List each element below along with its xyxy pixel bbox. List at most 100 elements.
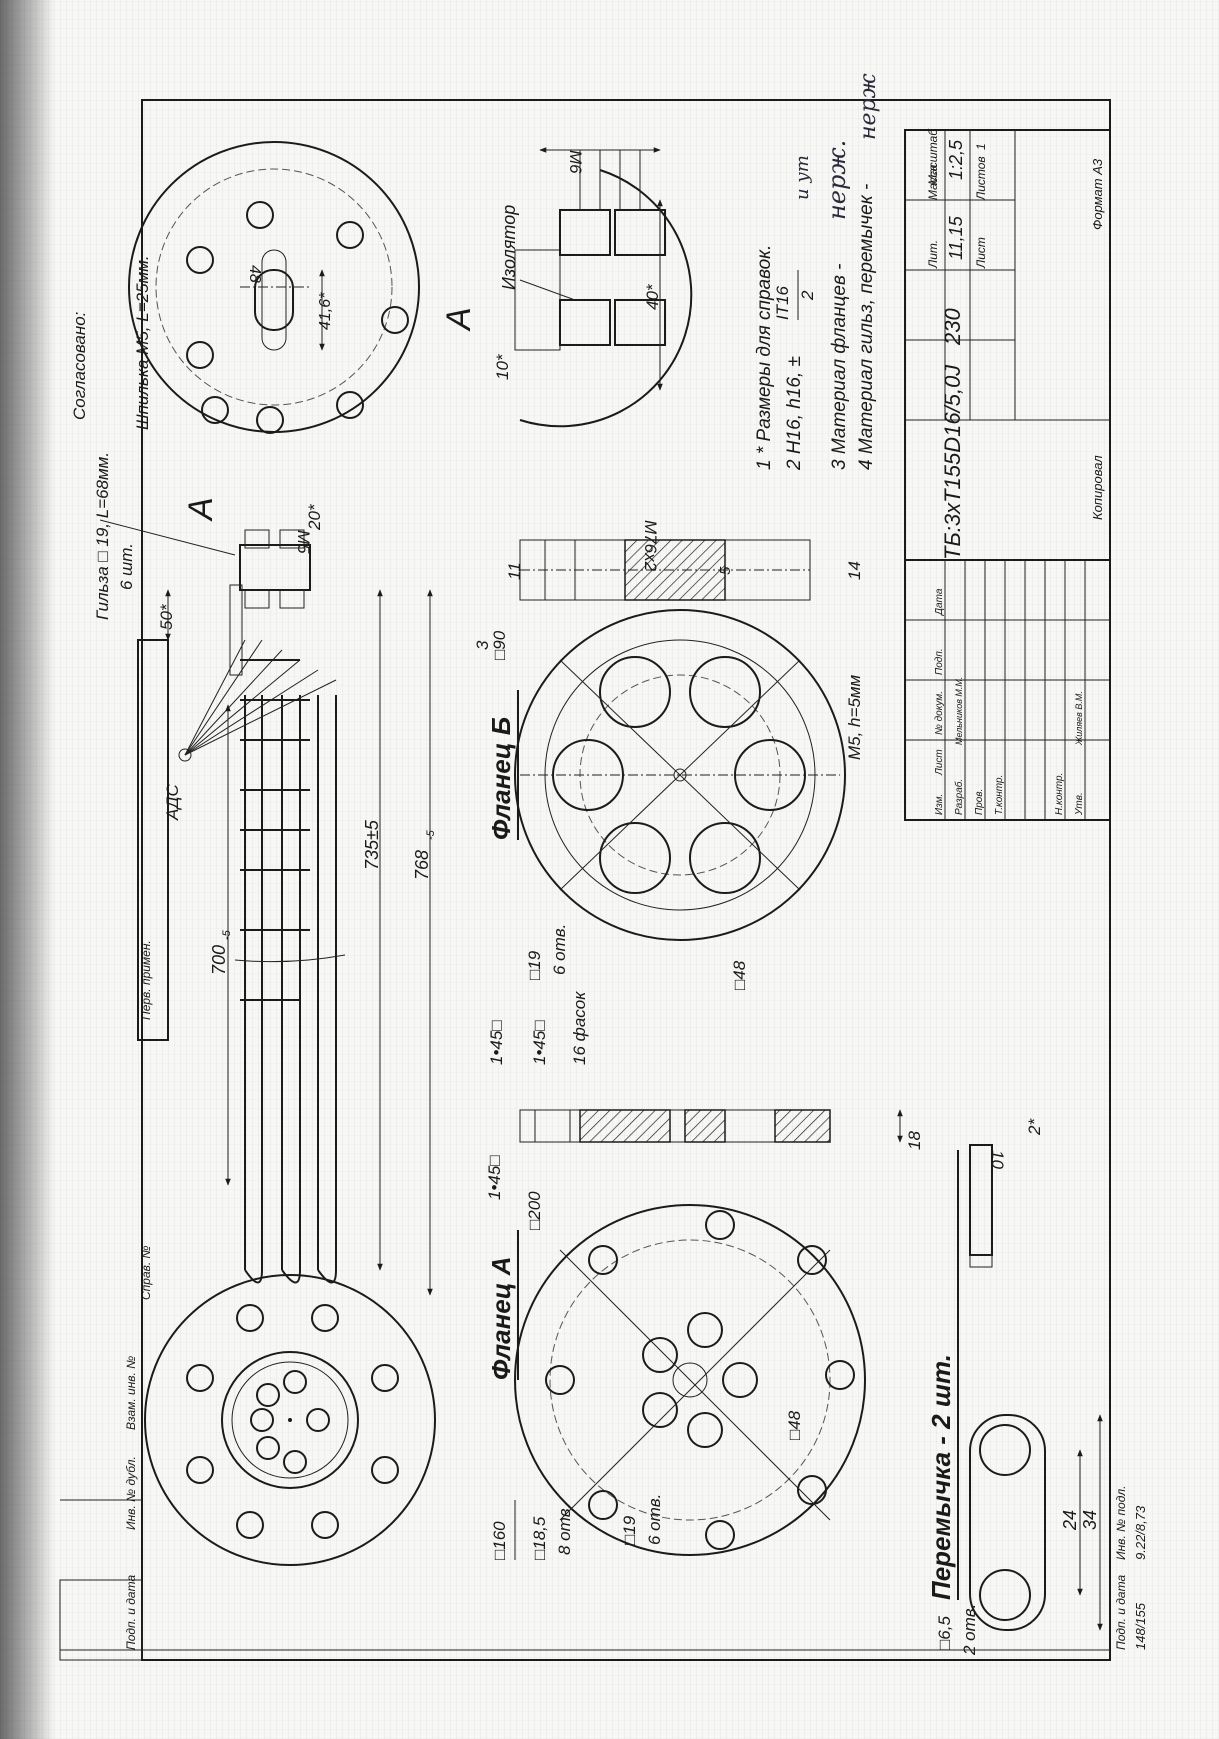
top-flange-dim-48: 48 — [246, 265, 263, 283]
flange-a-19: □19 — [620, 1515, 639, 1545]
note-2: 2 Н16, h16, ± — [784, 356, 805, 471]
dim-768: 768 — [412, 850, 432, 880]
dim-50: 50* — [157, 603, 176, 630]
tb-tkontr: Т.контр. — [994, 775, 1005, 815]
chamfer-1: 1•45□ — [487, 1020, 506, 1065]
tb-col-doc: № докум. — [934, 691, 945, 735]
detail-a-insulator: Изолятор — [499, 205, 519, 290]
strip-perv: Перв. примен. — [139, 940, 153, 1020]
tb-col-podp: Подп. — [934, 648, 945, 675]
flange-b-6holes: 6 отв. — [550, 924, 569, 975]
jumper-34: 34 — [1080, 1510, 1100, 1530]
tb-utv: Утв. — [1074, 792, 1085, 816]
flange-a-8holes: 8 отв. — [555, 1504, 574, 1555]
side-ads: АДС — [163, 784, 182, 821]
tb-designation: ТБ:3хТ155D16/5,0J — [940, 364, 965, 560]
scan-shadow — [0, 0, 55, 1739]
strip-sprav: Справ. № — [139, 1245, 153, 1300]
left-strip: Перв. примен. Справ. № — [139, 940, 153, 1300]
dim-768-sub: -5 — [425, 829, 437, 840]
approval-agreed: Согласовано: — [70, 311, 89, 420]
tb-nkontr: Н.контр. — [1054, 773, 1065, 815]
flange-end-view — [144, 1274, 436, 1566]
dim-20: 20* — [305, 503, 324, 531]
tb-mass: Масса — [926, 164, 940, 200]
flange-b-90: □90 — [490, 630, 509, 660]
flange-top-view: 48 41,6* — [128, 141, 420, 434]
flange-b-5: 5 — [717, 566, 734, 575]
tolerance-den: 2 — [798, 290, 817, 301]
chamfers-16: 16 фасок — [570, 991, 589, 1065]
tb-col-list: Лист — [934, 749, 945, 776]
flange-b-19: □19 — [525, 950, 544, 980]
approval-notes: Согласовано: Гильза □ 19, L=68мм. Шпильк… — [70, 255, 236, 620]
tb-format: Формат А3 — [1090, 158, 1105, 230]
note-4: 4 Материал гильз, перемычек - — [856, 184, 877, 470]
left-frame-strip — [59, 1579, 143, 1661]
detail-a-10: 10* — [493, 353, 512, 380]
chamfer-3: 1•45□ — [485, 1155, 504, 1200]
jumper-10: 10 — [988, 1150, 1007, 1169]
flange-b-3: 3 — [473, 640, 492, 650]
strip-inv-dubl: Инв. № дубл. — [124, 1456, 138, 1530]
tb-voltage: 230 — [940, 308, 965, 346]
tb-sheets: Листов — [974, 156, 988, 201]
strip-podp-data-2: Подп. и дата — [1114, 1575, 1128, 1650]
note-3: 3 Материал фланцев - — [829, 264, 850, 470]
detail-a-40: 40* — [643, 283, 662, 310]
tb-lit: Лит. — [926, 240, 940, 269]
flange-a-section: 1•45□ 1•45□ 1•45□ 16 фасок 18 — [485, 991, 924, 1200]
tb-razrab-name: Мельников М.М. — [954, 677, 964, 745]
detail-a: А Изолятор М6 40* 10* — [440, 147, 693, 428]
dim-735: 735±5 — [362, 819, 382, 870]
strip-vzam: Взам. инв. № — [124, 1356, 138, 1430]
flange-a-160: □160 — [490, 1521, 509, 1560]
tb-razrab: Разраб. — [953, 779, 965, 815]
tb-mass-val: 11,15 — [946, 215, 966, 260]
detail-a-m6: М6 — [566, 150, 585, 174]
flange-a-6holes: 6 отв. — [645, 1494, 664, 1545]
handwritten-scribble: и ут — [792, 155, 813, 200]
tb-prov: Пров. — [974, 789, 985, 815]
tb-sheet: Лист — [974, 237, 988, 269]
tb-col-izm: Изм. — [934, 794, 945, 815]
flange-a-title: Фланец А — [486, 1256, 516, 1380]
jumper-2: 2* — [1025, 1118, 1044, 1136]
chamfer-2: 1•45□ — [530, 1020, 549, 1065]
handwritten-nerzh-2: нерж — [856, 73, 881, 140]
jumper-title: Перемычка - 2 шт. — [926, 1354, 956, 1600]
jumper: 10 2* 24 34 Перемычка - 2 шт. □6,5 2 отв… — [926, 1118, 1103, 1656]
flange-b-14: 14 — [845, 561, 864, 580]
tb-copied: Копировал — [1090, 455, 1105, 520]
flange-a-18: 18 — [905, 1131, 924, 1150]
strip-inv-podl: Инв. № подл. — [1114, 1486, 1128, 1560]
flange-a: Фланец А □200 □160 □18,5 8 отв. □19 6 от… — [486, 1191, 866, 1560]
tb-scale-val: 1:2,5 — [946, 139, 966, 180]
tolerance-num: IT16 — [773, 285, 792, 320]
tb-sheets-val: 1 — [974, 143, 988, 150]
flange-a-48: □48 — [785, 1410, 804, 1440]
flange-b-48: □48 — [730, 960, 749, 990]
inner-frame — [141, 99, 1111, 1661]
strip-podp-data-1: Подп. и дата — [124, 1575, 138, 1650]
jumper-hole: □6,5 — [935, 1616, 954, 1650]
flange-b-m5h: М5, h=5мм — [845, 674, 864, 760]
title-block: ТБ:3хТ155D16/5,0J 230 Лит. Масса Масштаб… — [904, 128, 1111, 821]
tb-utv-name: Жиляев В.М. — [1074, 691, 1084, 746]
flange-b-11: 11 — [505, 562, 524, 580]
notes: 1 * Размеры для справок. 2 Н16, h16, ± I… — [754, 73, 881, 471]
heater-side-view: АДС 700 -5 735±5 768 -5 50* 20* М5 А — [137, 497, 437, 1296]
tb-scale: Масштаб — [926, 128, 940, 185]
dim-700-sub: -5 — [221, 929, 233, 940]
jumper-2holes: 2 отв. — [960, 1604, 979, 1656]
detail-a-title: А — [440, 307, 478, 332]
flange-a-18-5: □18,5 — [530, 1516, 549, 1560]
handwritten-nerzh-1: нерж. — [823, 140, 851, 220]
view-a-marker: А — [182, 497, 220, 522]
dim-700: 700 — [209, 945, 229, 975]
flange-b-m76: М76х2 — [641, 520, 660, 572]
approval-qty6: 6 шт. — [117, 543, 136, 590]
flange-a-200: □200 — [525, 1191, 544, 1230]
